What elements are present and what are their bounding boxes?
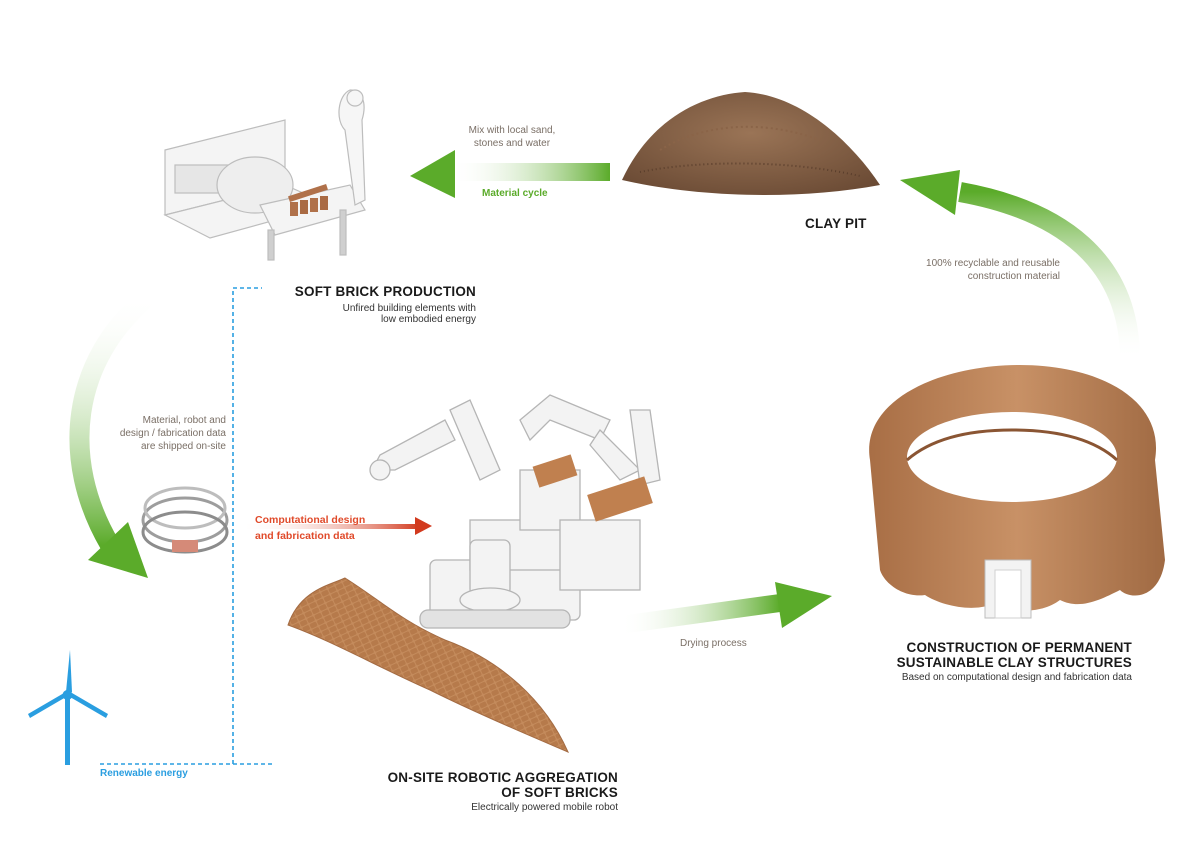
material-cycle-arrow	[410, 150, 610, 198]
brick-shell	[287, 577, 569, 753]
clay-pit-title: CLAY PIT	[805, 216, 867, 231]
shipped-note-line2: design / fabrication data	[119, 428, 226, 439]
aggregation-sub: Electrically powered mobile robot	[471, 802, 618, 813]
aggregation-caption: ON-SITE ROBOTIC AGGREGATION OF SOFT BRIC…	[300, 770, 618, 813]
brick-production-machine	[163, 89, 366, 261]
shipped-note-line3: are shipped on-site	[140, 441, 226, 452]
renewable-energy-label: Renewable energy	[100, 768, 188, 779]
shipping-arrow	[69, 287, 157, 578]
construction-title1: CONSTRUCTION OF PERMANENT	[906, 640, 1132, 655]
recyclable-note-line1: 100% recyclable and reusable	[926, 258, 1060, 269]
computational-note-line1: Computational design	[255, 514, 366, 526]
robot-brick-pallets	[532, 454, 653, 522]
recyclable-note-line2: construction material	[967, 271, 1060, 282]
mix-note-line2: stones and water	[473, 138, 551, 149]
computational-note-line2: and fabrication data	[255, 530, 355, 542]
renewable-energy-line	[100, 287, 275, 765]
robot-assembly	[369, 394, 661, 629]
construction-caption: CONSTRUCTION OF PERMANENT SUSTAINABLE CL…	[700, 640, 1132, 683]
computational-note: Computational design and fabrication dat…	[255, 512, 365, 544]
aggregation-title1: ON-SITE ROBOTIC AGGREGATION	[387, 770, 618, 785]
produced-bricks	[288, 183, 328, 216]
shipped-note: Material, robot and design / fabrication…	[70, 414, 226, 453]
drying-arrow	[618, 582, 832, 634]
material-cycle-label: Material cycle	[482, 188, 548, 199]
production-sub2: low embodied energy	[380, 314, 476, 325]
production-caption: SOFT BRICK PRODUCTION Unfired building e…	[230, 284, 476, 325]
mix-note: Mix with local sand, stones and water	[432, 124, 592, 150]
aggregation-title2: OF SOFT BRICKS	[501, 785, 618, 800]
construction-sub: Based on computational design and fabric…	[901, 672, 1132, 683]
design-model	[141, 486, 229, 554]
clay-structure	[869, 365, 1165, 619]
recycle-arrow	[900, 170, 1140, 361]
recyclable-note: 100% recyclable and reusable constructio…	[860, 257, 1060, 283]
production-title: SOFT BRICK PRODUCTION	[294, 284, 476, 299]
shipped-note-line1: Material, robot and	[142, 415, 226, 426]
production-sub1: Unfired building elements with	[342, 303, 476, 314]
drying-note: Drying process	[680, 638, 747, 649]
construction-title2: SUSTAINABLE CLAY STRUCTURES	[896, 655, 1132, 670]
computational-data-arrow	[240, 517, 432, 535]
clay-pit-mound	[622, 92, 880, 196]
wind-turbine-icon	[28, 650, 108, 765]
mix-note-line1: Mix with local sand,	[468, 125, 556, 136]
